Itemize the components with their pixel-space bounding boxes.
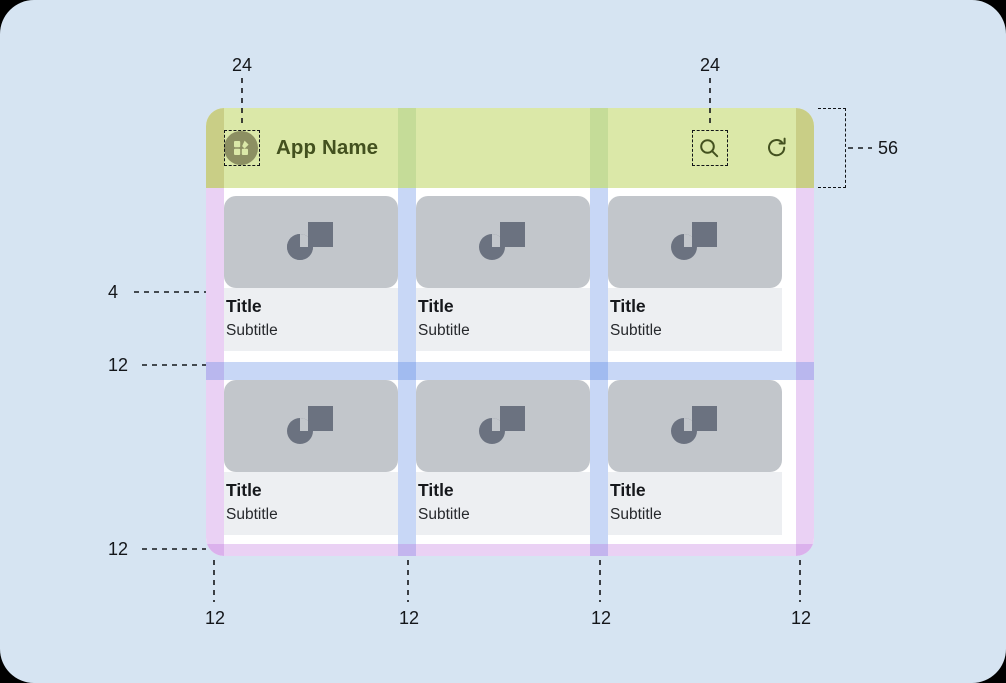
image-placeholder-icon (608, 380, 782, 472)
list-item-subtitle: Subtitle (418, 322, 470, 340)
image-placeholder-icon (224, 196, 398, 288)
padding-band-left (206, 188, 224, 556)
list-item[interactable]: Title Subtitle (224, 380, 398, 536)
search-icon[interactable] (694, 133, 724, 163)
image-placeholder-icon (416, 196, 590, 288)
list-item-text: Title Subtitle (608, 472, 782, 536)
note-thumb-title-gap: 4 (108, 282, 119, 302)
list-item-title: Title (226, 480, 262, 500)
note-touch-target-left: 24 (232, 55, 253, 75)
list-item-title: Title (418, 296, 454, 316)
note-appbar-height: 56 (878, 138, 899, 158)
list-item[interactable]: Title Subtitle (416, 196, 590, 352)
list-item-text: Title Subtitle (416, 288, 590, 352)
app-title: App Name (276, 136, 379, 159)
gutter-band-1 (398, 188, 416, 556)
card-grid: Title Subtitle Title Subtitle (206, 188, 814, 556)
list-item-subtitle: Subtitle (226, 322, 278, 340)
bottom-padding-band (206, 544, 814, 556)
padding-band-right (796, 188, 814, 556)
app-grid-icon[interactable] (224, 131, 258, 165)
app-bar: App Name (206, 108, 814, 188)
note-bottom-tick-3: 12 (591, 608, 612, 628)
list-item-subtitle: Subtitle (610, 322, 662, 340)
note-bottom-tick-4: 12 (791, 608, 812, 628)
appbar-height-bracket (818, 108, 846, 188)
list-item-subtitle: Subtitle (610, 506, 662, 524)
app-frame: App Name (206, 108, 814, 556)
list-item[interactable]: Title Subtitle (224, 196, 398, 352)
list-item-subtitle: Subtitle (226, 506, 278, 524)
list-item-text: Title Subtitle (224, 472, 398, 536)
list-item-text: Title Subtitle (608, 288, 782, 352)
gutter-band-2 (590, 188, 608, 556)
image-placeholder-icon (416, 380, 590, 472)
note-bottom-tick-2: 12 (399, 608, 420, 628)
list-item[interactable]: Title Subtitle (416, 380, 590, 536)
refresh-icon[interactable] (762, 133, 792, 163)
row-gap-band (206, 362, 814, 380)
note-bottom-padding: 12 (108, 539, 129, 559)
list-item-subtitle: Subtitle (418, 506, 470, 524)
list-item-title: Title (418, 480, 454, 500)
note-row-gap: 12 (108, 355, 129, 375)
list-item[interactable]: Title Subtitle (608, 380, 782, 536)
list-item-title: Title (610, 296, 646, 316)
list-item[interactable]: Title Subtitle (608, 196, 782, 352)
list-item-text: Title Subtitle (224, 288, 398, 352)
note-touch-target-right: 24 (700, 55, 721, 75)
list-item-text: Title Subtitle (416, 472, 590, 536)
list-item-title: Title (610, 480, 646, 500)
note-bottom-tick-1: 12 (205, 608, 226, 628)
image-placeholder-icon (224, 380, 398, 472)
list-item-title: Title (226, 296, 262, 316)
image-placeholder-icon (608, 196, 782, 288)
